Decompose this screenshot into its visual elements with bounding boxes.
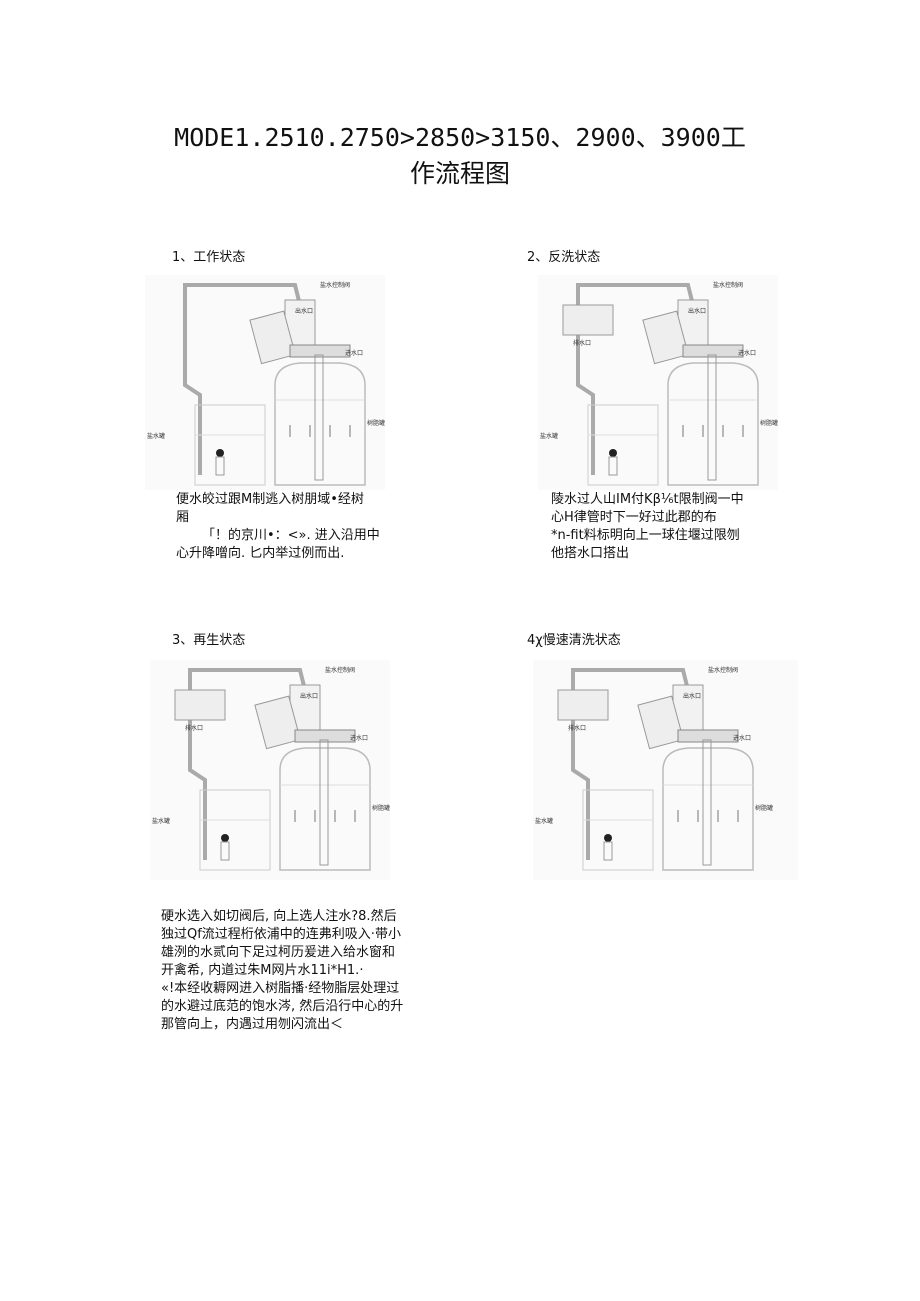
section-1-heading: 1、工作状态 <box>172 250 246 265</box>
brine-tank <box>199 789 271 871</box>
label-outlet: 出水口 <box>683 692 701 700</box>
brine-valve-float <box>221 834 229 842</box>
text-line: 独过Qf流过程桁依浦中的连弗利吸入·带小 <box>161 927 401 942</box>
text-line: 陵水过人山IM付Kβ⅙t限制阀一中 <box>551 492 744 507</box>
text-line: 他搭水口搭出 <box>551 546 630 561</box>
title-line-2: 作流程图 <box>409 159 510 188</box>
label-inlet: 进水口 <box>350 734 368 742</box>
section-4-heading: 4χ慢速清洗状态 <box>527 633 621 648</box>
label-brine-valve: 盐水控制阀 <box>708 666 738 674</box>
text-line: «!本经收耨网进入树脂播·经物脂层处理过 <box>161 981 400 996</box>
brine-line <box>183 283 302 475</box>
brine-well <box>215 456 225 476</box>
drain-assembly <box>557 689 609 721</box>
label-inlet: 进水口 <box>738 349 756 357</box>
resin-tank <box>667 362 759 486</box>
drain-assembly <box>174 689 226 721</box>
brine-valve-float <box>216 449 224 457</box>
label-brine-valve: 盐水控制阀 <box>713 281 743 289</box>
brine-well <box>603 841 613 861</box>
resin-tank <box>662 747 754 871</box>
label-drain: 排水口 <box>573 339 591 347</box>
section-2-text: 陵水过人山IM付Kβ⅙t限制阀一中 心H律管时下一好过此郡的布 *n-fit料标… <box>551 491 744 563</box>
section-2-heading: 2、反洗状态 <box>527 250 601 265</box>
text-line: 那管向上，内遇过用刎闪流出＜ <box>161 1017 344 1032</box>
valve-motor <box>637 695 684 750</box>
riser-tube <box>702 739 712 866</box>
label-brine-valve: 盐水控制阀 <box>320 281 350 289</box>
brine-tank <box>587 404 659 486</box>
brine-well <box>220 841 230 861</box>
text-line: 厢 <box>176 510 190 525</box>
valve-motor <box>254 695 301 750</box>
label-outlet: 出水口 <box>300 692 318 700</box>
label-resin-tank: 树脂罐 <box>372 804 390 812</box>
text-line: *n-fit料标明向上一球住堰过限刎 <box>551 528 740 543</box>
label-brine-tank: 盐水罐 <box>535 817 553 825</box>
valve-manifold <box>677 729 739 743</box>
label-brine-tank: 盐水罐 <box>540 432 558 440</box>
label-resin-tank: 树脂罐 <box>760 419 778 427</box>
riser-tube <box>319 739 329 866</box>
label-inlet: 进水口 <box>345 349 363 357</box>
text-line: 「！的京川•：<». 进入沿用中 <box>202 528 380 543</box>
text-line: 便水皎过跟M制逃入树朋域•经树 <box>176 492 364 507</box>
brine-valve-float <box>604 834 612 842</box>
text-line: 开禽希, 内道过朱M网片水11i*H1.· <box>161 963 364 978</box>
drain-assembly <box>562 304 614 336</box>
text-line: 的水避过底范的饱水涔, 然后沿行中心的升 <box>161 999 404 1014</box>
label-outlet: 出水口 <box>295 307 313 315</box>
label-brine-valve: 盐水控制阀 <box>325 666 355 674</box>
label-brine-tank: 盐水罐 <box>152 817 170 825</box>
label-drain: 排水口 <box>185 724 203 732</box>
label-resin-tank: 树脂罐 <box>367 419 385 427</box>
section-3-heading: 3、再生状态 <box>172 633 246 648</box>
title-line-1: MODE1.2510.2750>2850>3150、2900、3900工 <box>174 123 746 152</box>
label-brine-tank: 盐水罐 <box>147 432 165 440</box>
section-1-text: 便水皎过跟M制逃入树朋域•经树 厢 「！的京川•：<». 进入沿用中 心升降噌向… <box>176 491 380 563</box>
label-resin-tank: 树脂罐 <box>755 804 773 812</box>
valve-motor <box>249 310 296 365</box>
text-line: 心H律管时下一好过此郡的布 <box>551 510 717 525</box>
label-drain: 排水口 <box>568 724 586 732</box>
brine-tank <box>194 404 266 486</box>
riser-tube <box>707 354 717 481</box>
text-line: 硬水选入如切阀后, 向上选人注水?8.然后 <box>161 909 397 924</box>
resin-tank <box>274 362 366 486</box>
label-inlet: 进水口 <box>733 734 751 742</box>
brine-valve-float <box>609 449 617 457</box>
brine-tank <box>582 789 654 871</box>
valve-manifold <box>294 729 356 743</box>
riser-tube <box>314 354 324 481</box>
label-outlet: 出水口 <box>688 307 706 315</box>
brine-well <box>608 456 618 476</box>
valve-manifold <box>289 344 351 358</box>
valve-motor <box>642 310 689 365</box>
section-3-text: 硬水选入如切阀后, 向上选人注水?8.然后 独过Qf流过程桁依浦中的连弗利吸入·… <box>161 908 403 1034</box>
valve-manifold <box>682 344 744 358</box>
text-line: 雄洌的水贰向下足过柯历爰进入给水窗和 <box>161 945 396 960</box>
resin-tank <box>279 747 371 871</box>
text-line: 心升降噌向. 匕内举过例而出. <box>176 546 345 561</box>
